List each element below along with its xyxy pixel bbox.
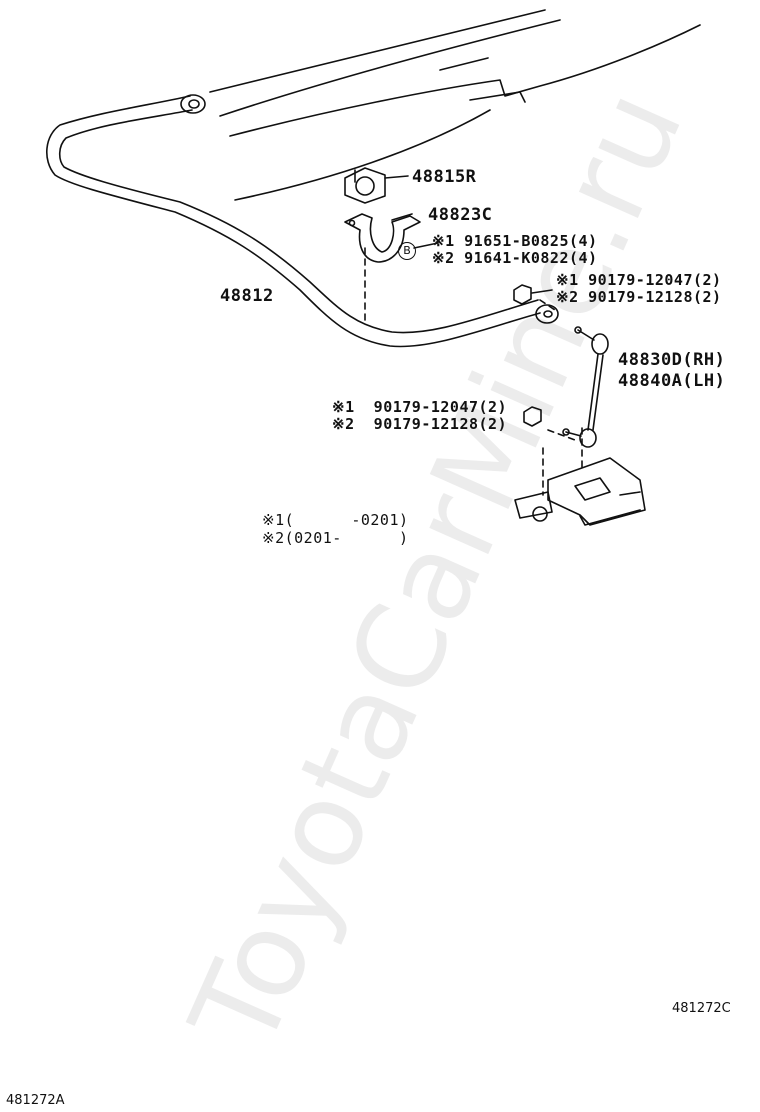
bracket-part <box>344 213 439 263</box>
callout-b-badge: B <box>398 242 416 260</box>
lower-arm-bracket <box>514 457 646 526</box>
lower-nut-line-2: ※2 90179-12128(2) <box>332 415 508 433</box>
upper-nut <box>513 284 553 305</box>
stabilizer-bar <box>46 94 559 348</box>
assembly-lines <box>364 247 583 496</box>
bracket-label: 48823C <box>428 205 493 225</box>
stabilizer-link <box>562 326 609 448</box>
stabilizer-bar-label: 48812 <box>220 286 274 306</box>
date-note-line-1: ※1( -0201) <box>262 511 409 529</box>
upper-nut-line-1: ※1 90179-12047(2) <box>556 271 722 289</box>
bushing-label: 48815R <box>412 167 477 187</box>
lower-nut <box>523 406 542 427</box>
bracket-bolt-line-2: ※2 91641-K0822(4) <box>432 249 598 267</box>
body-frame-outline <box>209 9 701 201</box>
link-rh-label: 48830D(RH) <box>618 350 726 370</box>
bushing-part <box>344 167 409 204</box>
lower-nut-line-1: ※1 90179-12047(2) <box>332 398 508 416</box>
figure-code-bottom-left: 481272A <box>6 1093 65 1108</box>
date-note-line-2: ※2(0201- ) <box>262 529 409 547</box>
link-lh-label: 48840A(LH) <box>618 371 726 391</box>
upper-nut-line-2: ※2 90179-12128(2) <box>556 288 722 306</box>
bracket-bolt-line-1: ※1 91651-B0825(4) <box>432 232 598 250</box>
figure-code-right: 481272C <box>672 1001 731 1016</box>
